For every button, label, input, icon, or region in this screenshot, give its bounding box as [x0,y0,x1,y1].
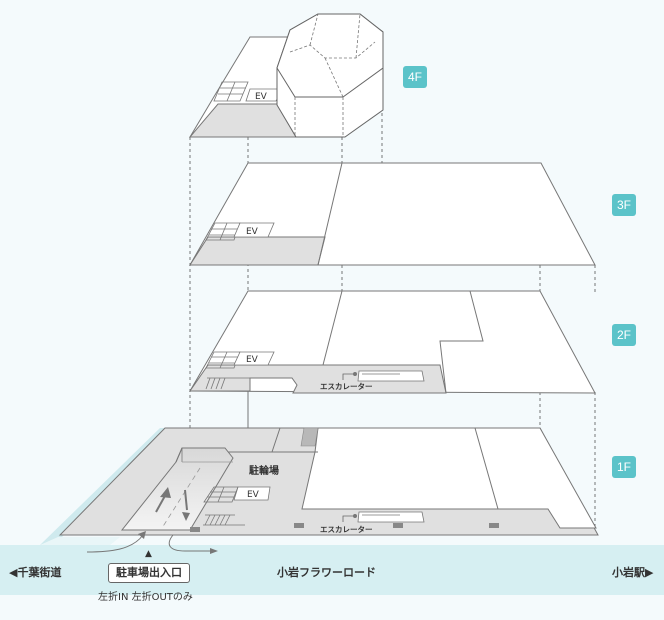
entrance-note: 左折IN 左折OUTのみ [98,592,193,603]
escalator-label-1f: エスカレーター [320,524,373,534]
ev-label-3f: EV [246,227,259,237]
entrance-marker-icon: ▲ [145,549,152,559]
floor-badge-1f[interactable]: 1F [612,456,636,478]
floor-4f[interactable] [188,13,384,138]
road-label-koiwa-station: 小岩駅▶ [612,566,654,579]
floor-badge-4f[interactable]: 4F [403,66,427,88]
bicycle-parking-label: 駐輪場 [249,464,279,477]
road-label-chiba-kaido: ◀千葉街道 [9,566,62,579]
floor-3f[interactable] [189,162,596,266]
floor-1f[interactable] [58,427,599,536]
escalator-label-2f: エスカレーター [320,381,373,391]
traffic-arrows [86,534,212,553]
ev-label-1f: EV [247,490,260,500]
floor-2f[interactable] [189,290,596,394]
ev-label-4f: EV [255,92,268,102]
floor-badge-3f[interactable]: 3F [612,194,636,216]
ev-label-2f: EV [246,355,259,365]
parking-entrance-label[interactable]: 駐車場出入口 [108,563,190,583]
road-label-flower-road: 小岩フラワーロード [277,566,376,579]
floor-badge-2f[interactable]: 2F [612,324,636,346]
